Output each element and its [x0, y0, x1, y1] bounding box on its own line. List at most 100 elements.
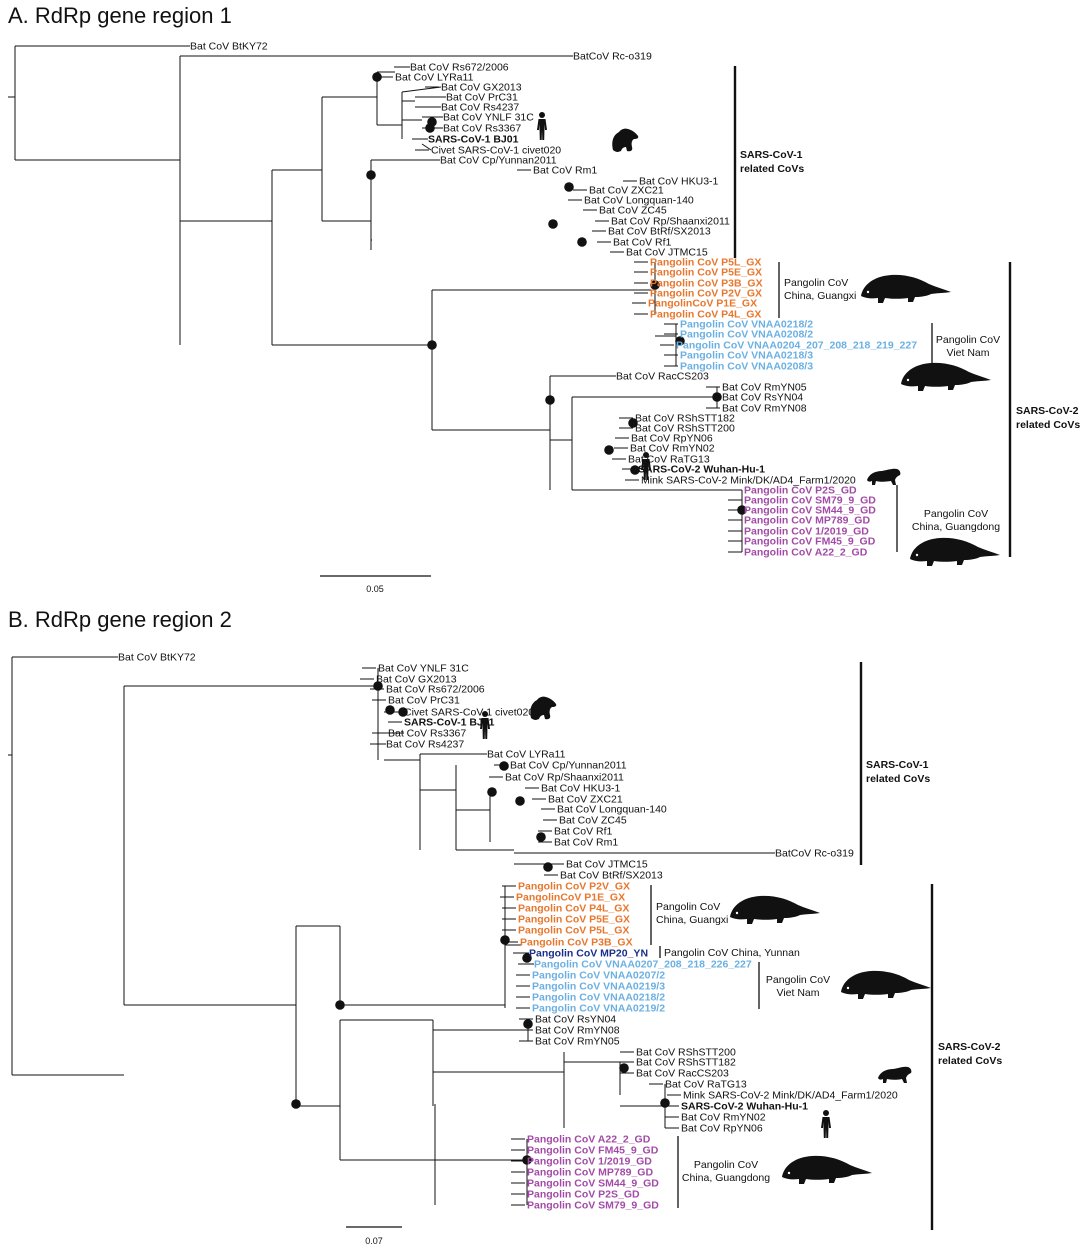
- leaf-label-bat-cov-longquan-140: Bat CoV Longquan-140: [557, 804, 667, 816]
- leaf-label-bat-cov-rs672-2006: Bat CoV Rs672/2006: [386, 684, 485, 696]
- leaf-label-sars-cov-1-bj01: SARS-CoV-1 BJ01: [404, 717, 495, 729]
- node-support-marker: [523, 1019, 533, 1029]
- pangolin-silhouette-icon: [730, 895, 820, 924]
- leaf-label-mink-sars-cov-2-mink-dk-ad4-farm1-2020: Mink SARS-CoV-2 Mink/DK/AD4_Farm1/2020: [641, 475, 856, 487]
- panel-a-group-bars: [733, 66, 1012, 557]
- leaf-label-pangolin-cov-mp20-yn: Pangolin CoV MP20_YN: [529, 948, 648, 960]
- leaf-label-pangolin-cov-vnaa0218-3: Pangolin CoV VNAA0218/3: [680, 350, 813, 362]
- leaf-label-pangolin-cov-p3b-gx: Pangolin CoV P3B_GX: [520, 937, 633, 949]
- panel-b-title: B. RdRp gene region 2: [8, 607, 232, 632]
- mink-silhouette-icon: [878, 1066, 912, 1083]
- node-support-marker: [536, 832, 546, 842]
- leaf-label-pangolin-cov-sm44-9-gd: Pangolin CoV SM44_9_GD: [744, 505, 876, 517]
- panel-b-branches: [8, 656, 775, 1206]
- leaf-label-bat-cov-rm1: Bat CoV Rm1: [554, 837, 618, 849]
- node-support-marker: [522, 1155, 532, 1165]
- leaf-label-bat-cov-ynlf-31c: Bat CoV YNLF 31C: [378, 663, 469, 675]
- leaf-label-bat-cov-rshstt182: Bat CoV RShSTT182: [635, 413, 735, 425]
- leaf-label-mink-sars-cov-2-mink-dk-ad4-farm1-2020: Mink SARS-CoV-2 Mink/DK/AD4_Farm1/2020: [683, 1090, 898, 1102]
- panel-b-group-sars2-line1: SARS-CoV-2: [938, 1041, 1001, 1053]
- panel-b-group-sars1-line1: SARS-CoV-1: [866, 759, 929, 771]
- node-support-marker: [427, 340, 437, 350]
- leaf-label-bat-cov-ratg13: Bat CoV RaTG13: [665, 1079, 747, 1091]
- civet-silhouette-icon: [530, 696, 557, 720]
- leaf-label-pangolin-cov-p2s-gd: Pangolin CoV P2S_GD: [527, 1189, 640, 1201]
- panel-a-clade-guangdong-line1: Pangolin CoV: [924, 508, 988, 520]
- node-support-marker: [619, 1063, 629, 1073]
- leaf-label-bat-cov-lyra11: Bat CoV LYRa11: [395, 72, 474, 84]
- leaf-label-bat-cov-cp-yunnan2011: Bat CoV Cp/Yunnan2011: [510, 760, 627, 772]
- node-support-marker: [628, 418, 638, 428]
- panel-b-group-sars2-line2: related CoVs: [938, 1055, 1002, 1067]
- leaf-label-bat-cov-rmyn05: Bat CoV RmYN05: [722, 382, 807, 394]
- leaf-label-bat-cov-rmyn02: Bat CoV RmYN02: [630, 443, 715, 455]
- node-support-marker: [545, 395, 555, 405]
- leaf-label-bat-cov-rmyn08: Bat CoV RmYN08: [722, 403, 807, 415]
- leaf-label-bat-cov-ynlf-31c: Bat CoV YNLF 31C: [443, 112, 534, 124]
- pangolin-silhouette-icon: [901, 362, 991, 391]
- leaf-label-bat-cov-rmyn05: Bat CoV RmYN05: [535, 1036, 620, 1048]
- panel-b-clade-guangdong-line1: Pangolin CoV: [694, 1159, 758, 1171]
- node-support-marker: [335, 1000, 345, 1010]
- panel-a-clade-guangdong-line2: China, Guangdong: [912, 521, 1000, 533]
- leaf-label-pangolin-cov-sm79-9-gd: Pangolin CoV SM79_9_GD: [744, 495, 876, 507]
- leaf-label-pangolincov-p1e-gx: PangolinCoV P1E_GX: [648, 298, 757, 310]
- panel-a-clade-bars: [778, 262, 933, 552]
- node-support-marker: [577, 237, 587, 247]
- node-support-marker: [522, 953, 532, 963]
- leaf-label-pangolin-cov-vnaa0207-2: Pangolin CoV VNAA0207/2: [532, 970, 665, 982]
- panel-b-clade-guangxi-line1: Pangolin CoV: [656, 901, 720, 913]
- node-support-marker: [564, 182, 574, 192]
- leaf-label-pangolin-cov-p2v-gx: Pangolin CoV P2V_GX: [518, 881, 630, 893]
- leaf-label-bat-cov-hku3-1: Bat CoV HKU3-1: [541, 783, 621, 795]
- leaf-label-pangolin-cov-p4l-gx: Pangolin CoV P4L_GX: [518, 903, 629, 915]
- leaf-label-pangolin-cov-p5l-gx: Pangolin CoV P5L_GX: [518, 925, 629, 937]
- panel-b-clade-vietnam-line1: Pangolin CoV: [766, 974, 830, 986]
- panel-a-scale-label: 0.05: [366, 584, 384, 594]
- node-support-marker: [650, 280, 660, 290]
- node-support-marker: [499, 761, 509, 771]
- leaf-label-pangolin-cov-p5e-gx: Pangolin CoV P5E_GX: [518, 914, 630, 926]
- leaf-label-bat-cov-btrf-sx2013: Bat CoV BtRf/SX2013: [608, 226, 711, 238]
- human-silhouette-icon: [537, 112, 547, 140]
- leaf-label-pangolincov-p1e-gx: PangolinCoV P1E_GX: [516, 892, 625, 904]
- leaf-label-pangolin-cov-a22-2-gd: Pangolin CoV A22_2_GD: [744, 547, 868, 559]
- leaf-label-bat-cov-btky72: Bat CoV BtKY72: [118, 652, 196, 664]
- panel-a-group-sars1-line2: related CoVs: [740, 163, 804, 175]
- leaf-label-bat-cov-rp-shaanxi2011: Bat CoV Rp/Shaanxi2011: [611, 216, 730, 228]
- leaf-label-bat-cov-rs672-2006: Bat CoV Rs672/2006: [410, 62, 509, 74]
- leaf-label-pangolin-cov-p5e-gx: Pangolin CoV P5E_GX: [650, 267, 762, 279]
- node-support-marker: [675, 336, 685, 346]
- pangolin-silhouette-icon: [782, 1155, 872, 1184]
- leaf-label-bat-cov-rmyn02: Bat CoV RmYN02: [681, 1112, 766, 1124]
- leaf-label-bat-cov-rs3367: Bat CoV Rs3367: [443, 123, 521, 135]
- leaf-label-bat-cov-zc45: Bat CoV ZC45: [599, 205, 667, 217]
- node-support-marker: [630, 465, 640, 475]
- panel-b-group-sars1-line2: related CoVs: [866, 773, 930, 785]
- leaf-label-bat-cov-rs3367: Bat CoV Rs3367: [388, 728, 466, 740]
- panel-a-group-sars1-line1: SARS-CoV-1: [740, 149, 803, 161]
- leaf-label-bat-cov-btrf-sx2013: Bat CoV BtRf/SX2013: [560, 870, 663, 882]
- node-support-marker: [543, 862, 553, 872]
- leaf-label-bat-cov-gx2013: Bat CoV GX2013: [376, 674, 457, 686]
- leaf-label-sars-cov-2-wuhan-hu-1: SARS-CoV-2 Wuhan-Hu-1: [681, 1101, 808, 1113]
- leaf-label-bat-cov-rmyn08: Bat CoV RmYN08: [535, 1025, 620, 1037]
- node-support-marker: [604, 445, 614, 455]
- node-support-marker: [291, 1099, 301, 1109]
- leaf-label-pangolin-cov-sm79-9-gd: Pangolin CoV SM79_9_GD: [527, 1200, 659, 1212]
- panel-a-group-sars2-line2: related CoVs: [1016, 419, 1080, 431]
- leaf-label-bat-cov-rshstt200: Bat CoV RShSTT200: [636, 1047, 736, 1059]
- panel-a-branches: [8, 45, 743, 553]
- panel-b-clade-vietnam-line2: Viet Nam: [777, 987, 820, 999]
- leaf-label-pangolin-cov-p3b-gx: Pangolin CoV P3B_GX: [650, 278, 763, 290]
- leaf-label-sars-cov-1-bj01: SARS-CoV-1 BJ01: [428, 134, 519, 146]
- leaf-label-bat-cov-jtmc15: Bat CoV JTMC15: [626, 247, 708, 259]
- leaf-label-pangolin-cov-vnaa0218-2: Pangolin CoV VNAA0218/2: [532, 992, 665, 1004]
- leaf-label-pangolin-cov-vnaa0204-207-208-218-219-227: Pangolin CoV VNAA0204_207_208_218_219_22…: [676, 340, 917, 352]
- node-support-marker: [712, 392, 722, 402]
- leaf-label-bat-cov-rsyn04: Bat CoV RsYN04: [535, 1014, 616, 1026]
